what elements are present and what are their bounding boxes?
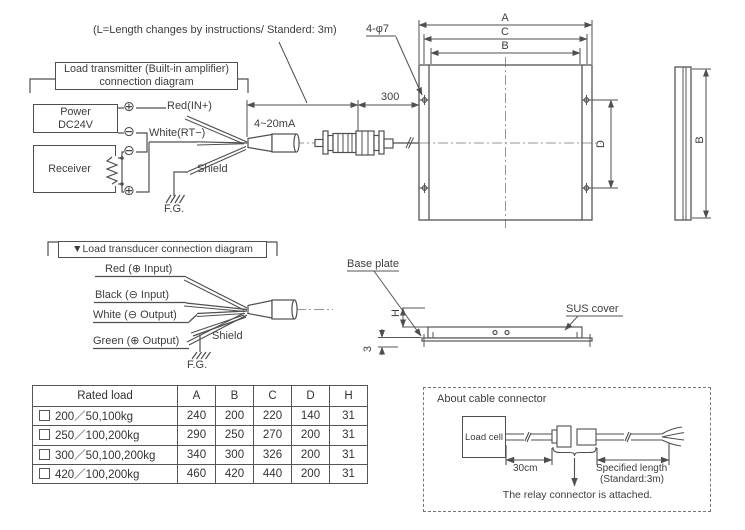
power-voltage-label: DC24V [58,118,93,131]
base-plate-section [347,270,623,355]
receiver-label: Receiver [48,162,91,175]
table-row: 420／100,200kg 460 420 440 200 31 [32,463,368,485]
cell-c: 270 [253,425,292,446]
cell-a: 460 [177,463,216,485]
load-cell-box: Load cell [462,416,506,458]
cell-h: 31 [329,463,368,485]
cell-h: 31 [329,405,368,427]
transmitter-title-line2: connection diagram [99,76,194,88]
td-shield-label: Shield [212,330,243,342]
specified-length-label: Specified length [596,463,668,474]
cell-h: 31 [329,425,368,446]
dim-b-side-label: B [694,136,706,144]
cable-connector-drawing [247,130,419,156]
cell-h: 31 [329,444,368,465]
cell-b: 420 [215,463,254,485]
col-d: D [291,385,330,407]
relay-connector-note: The relay connector is attached. [502,489,653,501]
rated-load-value: 200／50,100kg [55,411,134,424]
checkbox-icon[interactable] [39,410,50,422]
cell-a: 340 [177,444,216,465]
cell-d: 200 [291,444,330,465]
dim-b-label: B [501,40,509,52]
cell-a: 290 [177,425,216,446]
transmitter-wiring [29,78,249,204]
transmitter-title-box: Load transmitter (Built-in amplifier) co… [55,62,238,90]
td-wire-black-label: Black (⊖ Input) [95,289,170,301]
standard-length-label: (Standard:3m) [600,474,664,485]
dim-a-label: A [501,12,509,24]
cell-d: 140 [291,405,330,427]
table-row: 200／50,100kg 240 200 220 140 31 [32,405,368,427]
checkbox-icon[interactable] [39,468,50,480]
sus-cover-label: SUS cover [566,303,619,315]
dim-h-label: H [390,309,402,317]
dim-30cm-label: 30cm [513,463,538,474]
hole-spec-label: 4-φ7 [366,23,390,35]
terminal-minus-icon: ⊖ [123,124,135,140]
table-header-row: Rated load A B C D H [32,385,368,407]
transmitter-title-line1: Load transmitter (Built-in amplifier) [63,63,229,75]
cell-b: 200 [215,405,254,427]
plate-front-view [418,64,593,221]
rated-load-value: 420／100,200kg [55,469,140,482]
cell-d: 200 [291,425,330,446]
cell-c: 220 [253,405,292,427]
cell-b: 250 [215,425,254,446]
rated-load-value: 300／50,100,200kg [55,449,156,462]
cell-c: 440 [253,463,292,485]
cell-a: 240 [177,405,216,427]
cell-d: 200 [291,463,330,485]
transducer-wiring [47,241,298,360]
current-range-label: 4~20mA [254,118,296,130]
tx-fg-label: F.G. [164,203,185,215]
col-a: A [177,385,216,407]
power-label: Power [60,105,91,118]
dimension-lines [246,20,711,219]
length-note: (L=Length changes by instructions/ Stand… [93,24,337,36]
dim-d-label: D [595,140,607,148]
plate-side-view [674,66,692,221]
base-plate-label: Base plate [347,258,399,270]
rated-load-spec-table: Rated load A B C D H 200／50,100kg 240 20… [32,385,368,485]
dim-300-label: 300 [381,91,400,103]
table-row: 300／50,100,200kg 340 300 326 200 31 [32,444,368,465]
cell-b: 300 [215,444,254,465]
terminal-minus-icon: ⊖ [123,143,135,159]
td-wire-green-label: Green (⊕ Output) [93,335,180,347]
load-cell-label: Load cell [464,431,504,443]
tx-wire-red-label: Red(IN+) [167,100,212,112]
dim-3-label: 3 [362,345,374,353]
dim-c-label: C [501,26,509,38]
td-fg-label: F.G. [187,359,208,371]
col-c: C [253,385,292,407]
centerlines [240,57,601,310]
tx-shield-label: Shield [197,163,228,175]
transducer-title: ▼Load transducer connection diagram [72,243,253,255]
rated-load-value: 250／100,200kg [55,430,140,443]
terminal-plus-icon: ⊕ [123,183,135,199]
col-b: B [215,385,254,407]
col-h: H [329,385,368,407]
power-supply-box: Power DC24V [33,104,118,133]
terminal-plus-icon: ⊕ [123,99,135,115]
transducer-title-box: ▼Load transducer connection diagram [58,241,267,258]
td-wire-red-label: Red (⊕ Input) [105,263,173,275]
checkbox-icon[interactable] [39,448,50,460]
cell-c: 326 [253,444,292,465]
cable-box-title: About cable connector [437,393,547,405]
checkbox-icon[interactable] [39,429,50,441]
cable-box-drawing [505,425,685,487]
td-wire-white-label: White (⊖ Output) [93,309,177,321]
table-row: 250／100,200kg 290 250 270 200 31 [32,425,368,446]
receiver-box: Receiver [33,145,116,193]
col-rated-load: Rated load [32,385,178,407]
tx-wire-white-label: White(RT−) [149,127,206,139]
